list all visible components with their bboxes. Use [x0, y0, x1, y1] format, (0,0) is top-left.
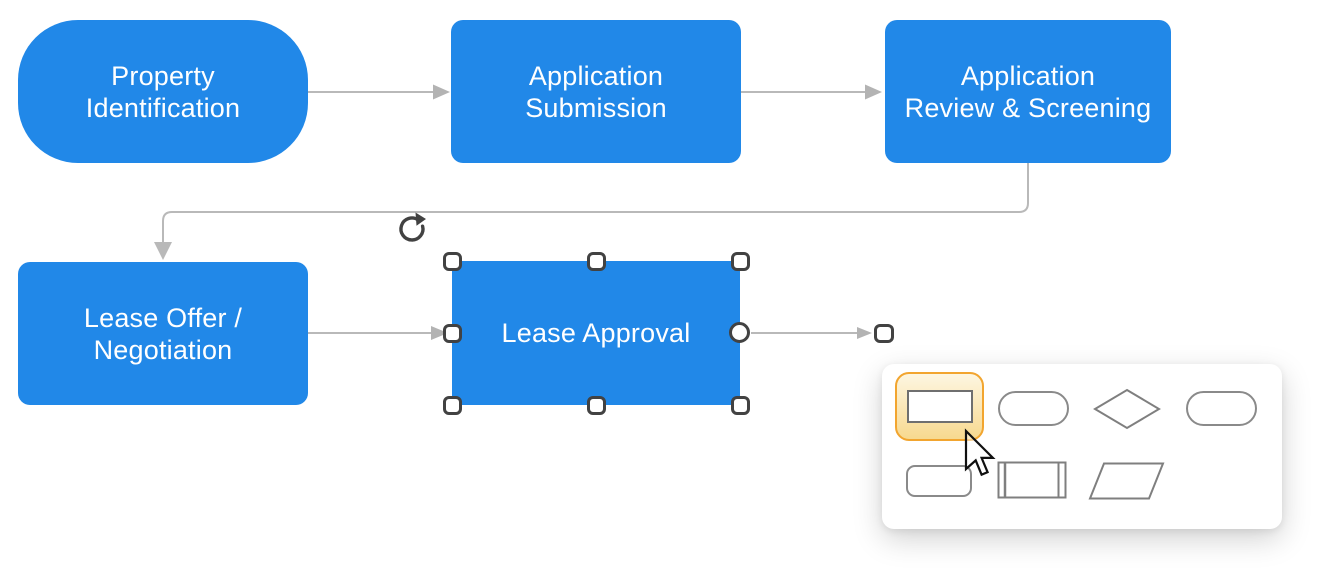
rotate-clockwise-icon[interactable]	[396, 211, 432, 247]
node-label: Identification	[85, 92, 241, 123]
connector-application-to-review[interactable]	[741, 84, 882, 100]
resize-handle-bottom-right[interactable]	[731, 396, 750, 415]
shape-option-diamond[interactable]	[1092, 388, 1162, 430]
node-lease-offer-negotiation[interactable]: Lease Offer / Negotiation	[18, 262, 308, 405]
connector-property-to-application[interactable]	[308, 84, 450, 100]
node-property-identification[interactable]: Property Identification	[18, 20, 308, 163]
arrowhead-icon	[865, 84, 882, 100]
node-label: Lease Approval	[501, 318, 691, 348]
edge-endpoint-handle[interactable]	[874, 324, 894, 343]
resize-handle-top-middle[interactable]	[587, 252, 606, 271]
node-application-review-screening[interactable]: Application Review & Screening	[885, 20, 1171, 163]
shape-option-terminator-2[interactable]	[1186, 391, 1257, 426]
arrowhead-icon	[857, 327, 872, 339]
connector-review-to-lease-offer[interactable]	[154, 163, 1029, 260]
resize-handle-top-left[interactable]	[443, 252, 462, 271]
arrowhead-icon	[433, 84, 450, 100]
node-label: Submission	[525, 92, 667, 123]
shape-option-rectangle[interactable]	[895, 372, 984, 441]
shape-option-parallelogram[interactable]	[1088, 461, 1166, 501]
resize-handle-bottom-middle[interactable]	[587, 396, 606, 415]
shape-picker-popup	[882, 364, 1282, 529]
node-label: Negotiation	[93, 334, 233, 365]
node-lease-approval[interactable]: Lease Approval	[452, 261, 740, 405]
shape-option-terminator[interactable]	[998, 391, 1069, 426]
node-application-submission[interactable]: Application Submission	[451, 20, 741, 163]
connection-handle-middle-right[interactable]	[729, 322, 750, 343]
node-label: Review & Screening	[904, 92, 1152, 123]
resize-handle-top-right[interactable]	[731, 252, 750, 271]
node-label: Lease Offer /	[83, 302, 243, 333]
arrow-cursor-icon	[964, 428, 996, 477]
connector-lease-offer-to-approval[interactable]	[308, 326, 448, 340]
shape-option-predefined-process[interactable]	[997, 461, 1067, 499]
arrowhead-icon	[431, 326, 448, 340]
node-label: Application	[528, 60, 664, 91]
node-label: Application	[960, 60, 1096, 91]
shape-option-rounded-rectangle[interactable]	[906, 465, 972, 497]
arrowhead-icon	[154, 242, 172, 260]
resize-handle-middle-left[interactable]	[443, 324, 462, 343]
rectangle-shape-icon	[906, 390, 973, 423]
resize-handle-bottom-left[interactable]	[443, 396, 462, 415]
node-label: Property	[111, 60, 215, 91]
connector-approval-dangling[interactable]	[751, 327, 872, 339]
